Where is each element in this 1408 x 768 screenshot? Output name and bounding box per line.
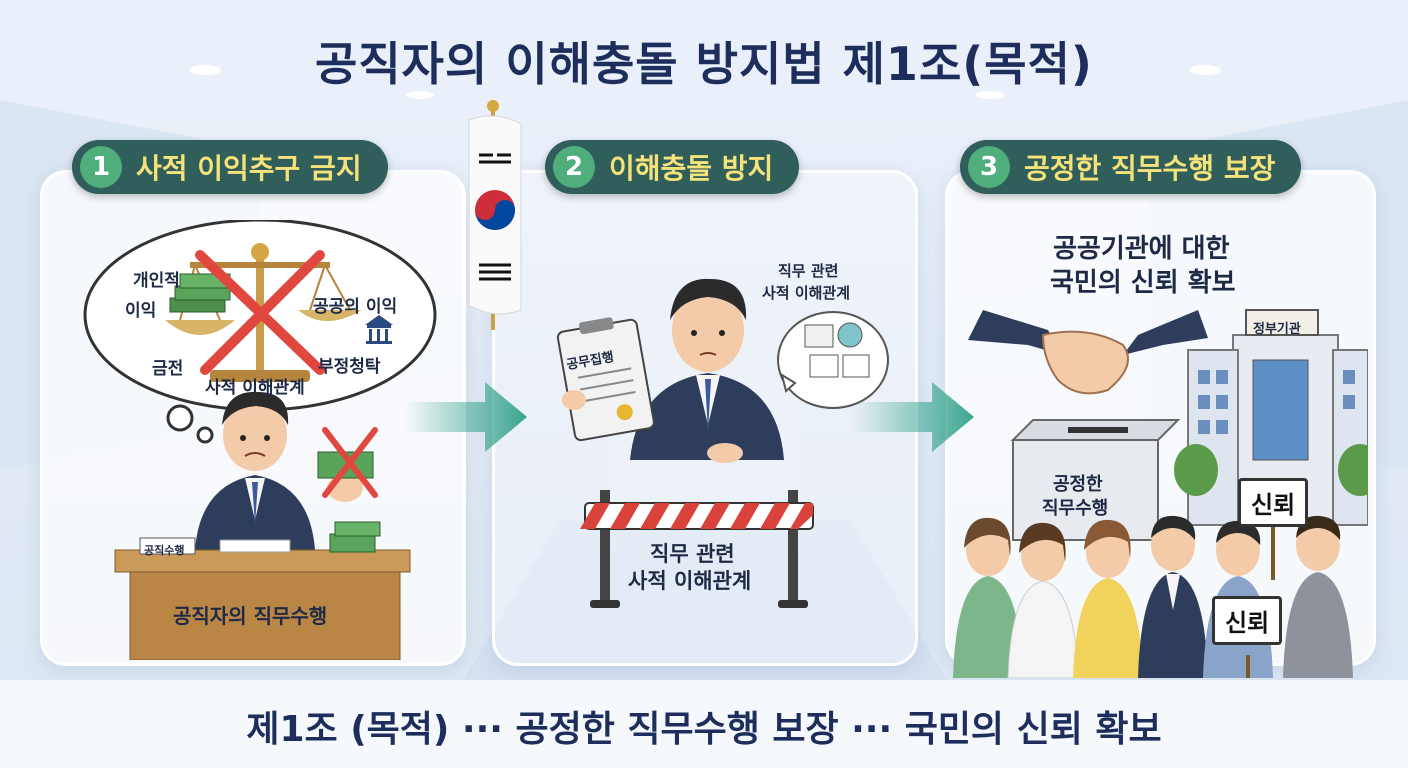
- bubble-line-2: 사적 이해관계: [762, 284, 851, 302]
- panel3-headline-1: 공공기관에 대한: [1053, 234, 1230, 264]
- bottom-banner: [0, 680, 1408, 768]
- panel3-headline-2: 국민의 신뢰 확보: [1050, 268, 1236, 298]
- korean-flag-icon: [468, 100, 522, 330]
- panel-2-illustration: [556, 278, 889, 608]
- barrier-line-1: 직무 관련: [650, 542, 735, 566]
- panel-3-illustration: [953, 309, 1368, 678]
- bubble-private-interest: 사적 이해관계: [205, 378, 305, 398]
- ballot-line-1: 공정한: [1053, 474, 1103, 495]
- bottom-summary: 제1조 (목적) ··· 공정한 직무수행 보장 ··· 국민의 신뢰 확보: [246, 709, 1162, 750]
- step-3-label: 공정한 직무수행 보장: [1024, 152, 1276, 185]
- desk-label: 공직자의 직무수행: [173, 604, 328, 628]
- bubble-public-interest: 공공의 이익: [313, 297, 398, 317]
- page-title: 공직자의 이해충돌 방지법 제1조(목적): [315, 37, 1093, 91]
- step-3-badge: 3 공정한 직무수행 보장: [960, 140, 1302, 194]
- ballot-line-2: 직무수행: [1042, 498, 1109, 519]
- step-2-number: 2: [553, 146, 595, 188]
- trust-sign-2: 신뢰: [1212, 596, 1283, 645]
- bubble-solicitation: 부정청탁: [318, 357, 381, 377]
- nameplate-label: 공직수행: [144, 544, 185, 557]
- panel-step-2: [492, 170, 918, 666]
- arrow-2-to-3-icon: [852, 382, 974, 452]
- step-1-label: 사적 이익추구 금지: [136, 152, 362, 185]
- step-2-badge: 2 이해충돌 방지: [545, 140, 800, 194]
- building-sign: 정부기관: [1253, 322, 1301, 337]
- step-1-number: 1: [80, 146, 122, 188]
- bubble-personal: 개인적: [133, 271, 180, 291]
- arrow-1-to-2-icon: [405, 382, 527, 452]
- barrier-line-2: 사적 이해관계: [628, 569, 752, 593]
- bubble-money: 금전: [152, 359, 184, 379]
- bubble-line-1: 직무 관련: [778, 262, 839, 280]
- panel-1-illustration: [83, 220, 437, 660]
- step-1-badge: 1 사적 이익추구 금지: [72, 140, 388, 194]
- step-3-number: 3: [968, 146, 1010, 188]
- bubble-interest: 이익: [125, 301, 157, 321]
- step-2-label: 이해충돌 방지: [609, 152, 774, 185]
- trust-sign-1: 신뢰: [1238, 478, 1309, 527]
